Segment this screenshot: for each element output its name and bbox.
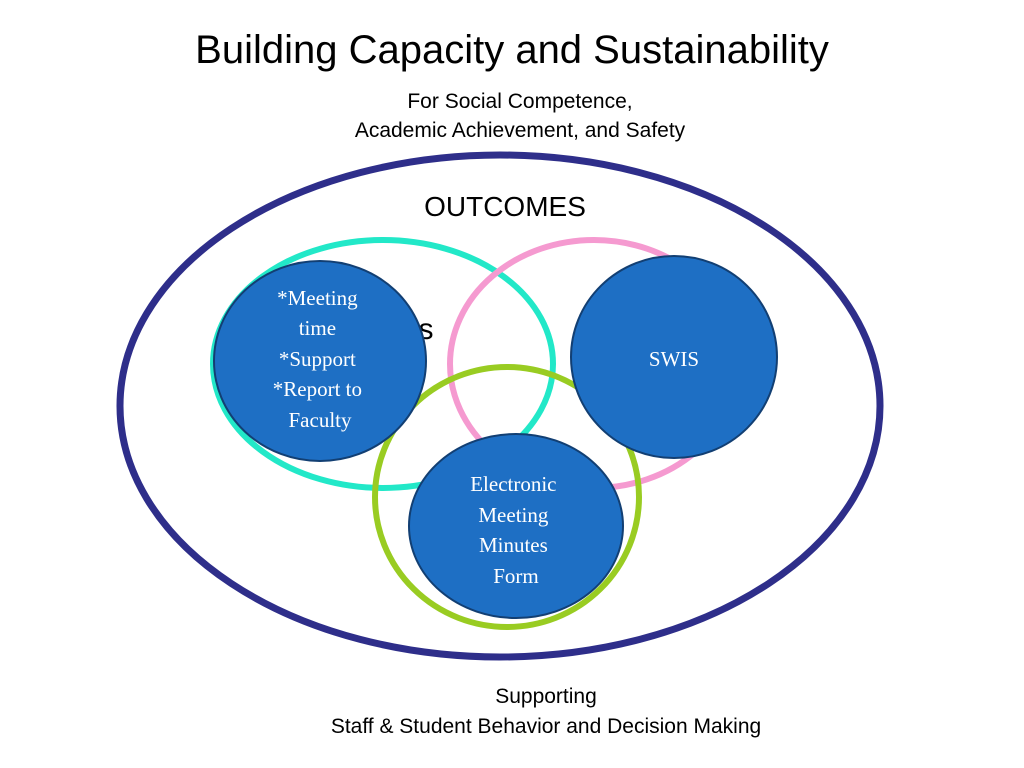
meeting-node-text: *Meeting time *Support *Report to Facult… xyxy=(273,286,368,432)
swis-node xyxy=(570,255,778,459)
minutes-line-4: Form xyxy=(493,564,539,588)
meeting-line-5: Faculty xyxy=(289,408,352,432)
page-title: Building Capacity and Sustainability xyxy=(195,28,829,72)
outcomes-label: OUTCOMES xyxy=(424,191,586,222)
teal-ring xyxy=(210,237,556,491)
swis-node-text: SWIS xyxy=(649,347,699,371)
subtitle: For Social Competence, Academic Achievem… xyxy=(0,87,1024,145)
subtitle-line-1: For Social Competence, xyxy=(407,90,633,113)
meeting-line-2: time xyxy=(299,316,336,340)
minutes-line-2: Meeting xyxy=(478,503,548,527)
subtitle-line-2: Academic Achievement, and Safety xyxy=(354,119,686,142)
minutes-line-1: Electronic xyxy=(470,472,556,496)
meeting-line-3: *Support xyxy=(279,347,356,371)
minutes-node-text: Electronic Meeting Minutes Form xyxy=(470,472,562,588)
meeting-line-1: *Meeting xyxy=(277,286,358,310)
footer-line-2: Staff & Student Behavior and Decision Ma… xyxy=(330,715,762,738)
minutes-node xyxy=(408,433,624,619)
green-ring xyxy=(372,364,642,630)
outcomes-ellipse xyxy=(116,151,884,661)
meeting-line-4: *Report to xyxy=(273,377,362,401)
footer-line-1: Supporting xyxy=(495,685,597,708)
minutes-line-3: Minutes xyxy=(479,533,548,557)
swis-line-1: SWIS xyxy=(649,347,699,371)
footer-caption: Supporting Staff & Student Behavior and … xyxy=(0,682,1024,742)
meeting-node xyxy=(213,260,427,462)
